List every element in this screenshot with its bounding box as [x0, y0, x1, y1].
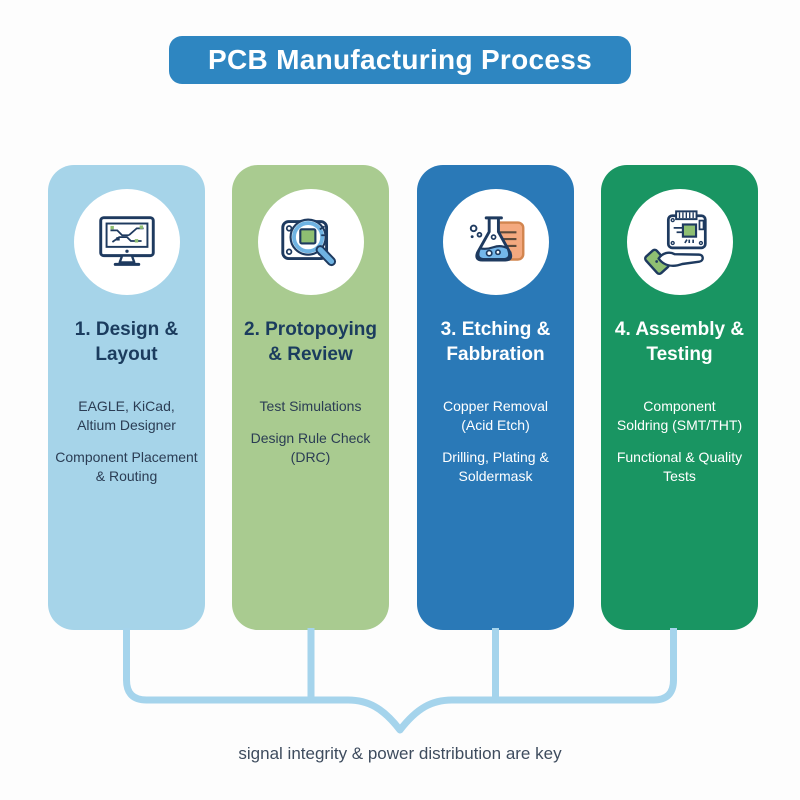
icon-circle: [626, 189, 733, 295]
step-detail: Drilling, Plating & Soldermask: [442, 449, 549, 484]
step-details: Test Simulations Design Rule Check (DRC): [232, 397, 389, 467]
step-detail: Component Placement & Routing: [55, 449, 198, 484]
computer-monitor-pcb-icon: [98, 216, 155, 266]
step-title: 1. Design & Layout: [74, 319, 179, 365]
step-title: 2. Protopoying & Review: [244, 319, 377, 365]
icon-circle: [442, 189, 549, 295]
flask-icon: [469, 216, 524, 262]
connector-lines: [123, 628, 677, 734]
step-details: EAGLE, KiCad, Altium Designer Component …: [48, 397, 205, 486]
magnifier-pcb-icon: [280, 218, 336, 267]
step-card-prototyping-review: 2. Protopoying & Review Test Simulations…: [232, 165, 389, 630]
step-detail: Component Soldring (SMT/THT): [616, 398, 743, 433]
step-detail: EAGLE, KiCad, Altium Designer: [77, 398, 176, 433]
hand-holding-pcb-icon: [643, 210, 707, 276]
step-detail: Design Rule Check (DRC): [250, 430, 371, 465]
step-card-etching-fabrication: 3. Etching & Fabbration Copper Removal (…: [417, 165, 574, 630]
step-detail: Functional & Quality Tests: [616, 449, 743, 484]
icon-circle: [257, 189, 364, 295]
step-card-design-layout: 1. Design & Layout EAGLE, KiCad, Altium …: [48, 165, 205, 630]
page-title: PCB Manufacturing Process: [169, 36, 631, 84]
icon-circle: [73, 189, 180, 295]
step-detail: Copper Removal (Acid Etch): [442, 398, 549, 433]
step-details: Component Soldring (SMT/THT) Functional …: [601, 397, 758, 486]
step-detail: Test Simulations: [259, 398, 362, 414]
step-card-assembly-testing: 4. Assembly & Testing Component Soldring…: [601, 165, 758, 630]
connector-bus-with-brace: [123, 628, 677, 734]
step-title: 4. Assembly & Testing: [614, 319, 745, 365]
step-title: 3. Etching & Fabbration: [440, 319, 551, 365]
step-details: Copper Removal (Acid Etch) Drilling, Pla…: [417, 397, 574, 486]
footer-note: signal integrity & power distribution ar…: [238, 744, 562, 763]
